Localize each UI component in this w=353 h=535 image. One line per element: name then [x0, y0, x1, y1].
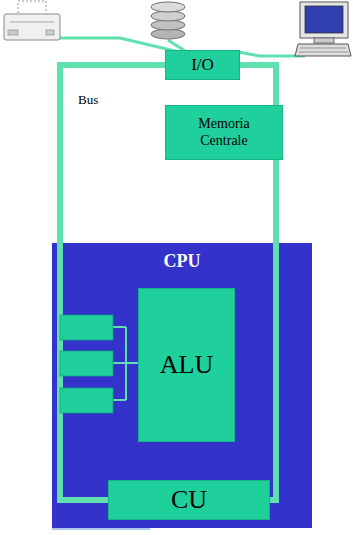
- register-wires: [113, 327, 138, 400]
- node-text: CU: [171, 485, 207, 515]
- printer-icon: [4, 1, 60, 40]
- base-rule: [52, 529, 150, 530]
- node-text: ALU: [160, 350, 213, 380]
- bus-line: [240, 65, 276, 105]
- node-text: CPU: [164, 251, 201, 272]
- node-text: I/O: [191, 55, 214, 75]
- bus-line: [270, 160, 276, 500]
- bus-label: Bus: [78, 93, 98, 108]
- printer-wire: [58, 38, 175, 51]
- register-box: [60, 315, 113, 340]
- cpu-region: CPU ALU CU: [52, 243, 312, 528]
- node-text: Memoria Centrale: [188, 116, 260, 148]
- io-box: I/O: [165, 50, 240, 80]
- disk-icon: [151, 2, 185, 39]
- cu-box: CU: [108, 480, 270, 520]
- register-box: [60, 351, 113, 376]
- alu-box: ALU: [138, 288, 235, 442]
- registers: [60, 315, 113, 413]
- register-box: [60, 388, 113, 413]
- memory-box: Memoria Centrale: [165, 105, 283, 160]
- computer-icon: [295, 2, 351, 56]
